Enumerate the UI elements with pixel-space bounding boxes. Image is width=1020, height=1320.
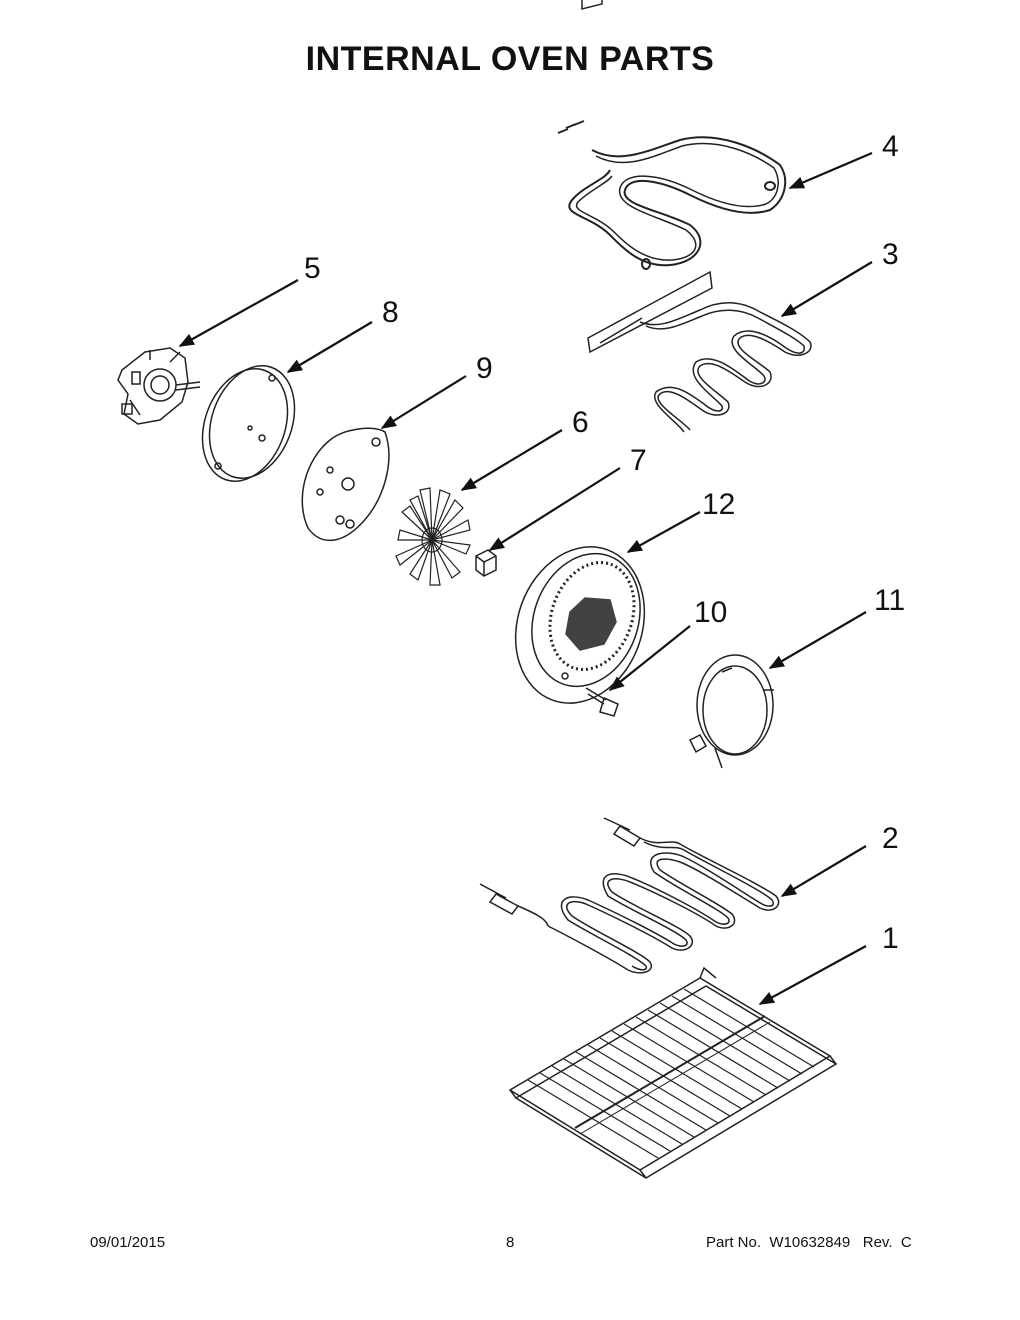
shield-plate-part-9 — [301, 427, 390, 542]
callout-9: 9 — [476, 352, 493, 385]
callout-3: 3 — [882, 238, 899, 271]
screw-part-10 — [585, 687, 619, 717]
fan-blade-part-6 — [395, 487, 471, 586]
lower-bake-element-part-2 — [479, 817, 780, 974]
callout-1: 1 — [882, 922, 899, 955]
callout-4: 4 — [882, 130, 899, 163]
footer-date: 09/01/2015 — [90, 1234, 166, 1251]
convection-element-part-11 — [688, 654, 774, 769]
callout-6: 6 — [572, 406, 589, 439]
callout-10: 10 — [694, 596, 728, 629]
callout-5: 5 — [304, 252, 321, 285]
broil-element-part-4 — [557, 0, 787, 270]
callout-7: 7 — [630, 444, 647, 477]
callout-12: 12 — [702, 488, 736, 521]
oven-rack-part-1 — [508, 966, 838, 1179]
callout-8: 8 — [382, 296, 399, 329]
callout-11: 11 — [874, 584, 906, 617]
fan-motor-part-5 — [117, 347, 201, 425]
callout-2: 2 — [882, 822, 899, 855]
nut-part-7 — [475, 549, 497, 577]
leader-arrows — [178, 151, 873, 1005]
footer-page-number: 8 — [506, 1234, 515, 1251]
insulation-disc-part-8 — [201, 365, 296, 482]
fan-cover-part-12 — [514, 546, 646, 704]
footer-part-number: Part No. W10632849 Rev. C — [706, 1234, 912, 1251]
bake-element-part-3 — [587, 270, 812, 433]
page-title: INTERNAL OVEN PARTS — [305, 40, 715, 78]
